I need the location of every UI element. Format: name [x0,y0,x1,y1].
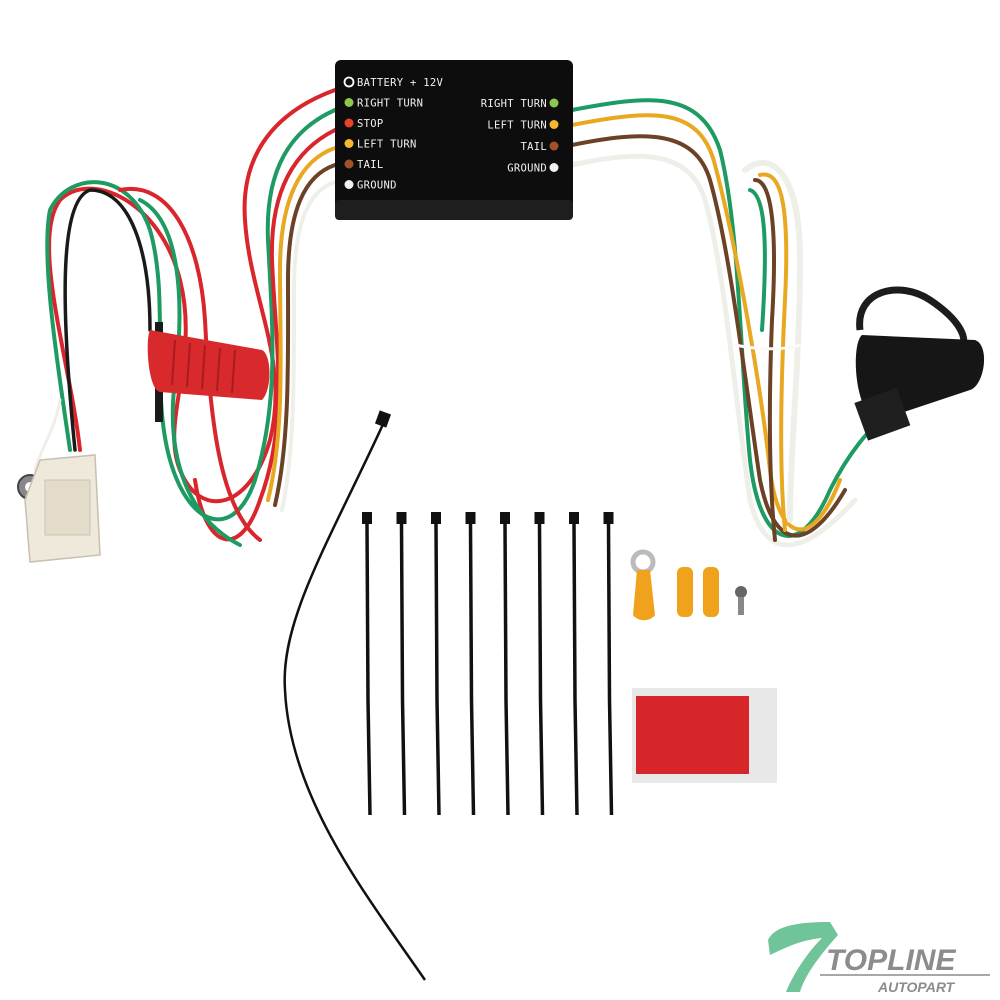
zip-tie-head [431,512,441,524]
topline-logo: TOPLINE AUTOPART [768,922,990,995]
output-label: TAIL [521,141,548,153]
output-label: RIGHT TURN [481,98,547,110]
vehicle-connector [17,454,101,563]
zip-ties [362,512,614,816]
indicator-dot-icon [344,159,354,169]
indicator-dot-icon [549,98,559,108]
zip-tie-head [500,512,510,524]
indicator-dot-icon [549,120,559,129]
zip-tie [399,523,407,816]
zip-tie [606,523,614,816]
adhesive-pad [632,688,777,783]
fuse-holder [147,322,270,422]
input-label: RIGHT TURN [357,98,423,110]
output-labels: RIGHT TURN LEFT TURN TAIL GROUND [481,98,559,175]
right-wire-harness [569,98,882,548]
converter-module: BATTERY + 12V RIGHT TURN STOP LEFT TURN TAIL… [335,60,573,220]
long-zip-tie [283,410,427,981]
indicator-dot-icon [344,118,354,128]
zip-tie-head [362,512,372,524]
input-label: TAIL [357,159,384,171]
zip-tie [468,523,476,816]
input-labels: BATTERY + 12V RIGHT TURN STOP LEFT TURN TAIL… [343,76,443,192]
ring-terminal [630,549,656,621]
zip-tie-head [396,512,407,524]
zip-tie-head [603,512,614,524]
zip-tie [572,523,579,816]
logo-subtitle: AUTOPART [877,979,956,995]
indicator-dot-icon [344,98,354,107]
indicator-dot-icon [549,163,559,172]
input-label: GROUND [357,180,397,192]
indicator-dot-icon [344,139,354,148]
zip-tie [365,523,372,816]
indicator-dot-icon [344,180,354,189]
zip-tie-head [569,512,579,524]
indicator-dot-icon [343,76,355,88]
trailer-connector [854,286,985,441]
zip-tie-head [534,512,545,524]
zip-tie-head [465,512,476,524]
indicator-dot-icon [549,141,559,151]
screw [735,586,747,615]
zip-tie [503,523,510,816]
input-label: LEFT TURN [357,139,417,151]
butt-connectors [677,567,719,617]
output-label: LEFT TURN [487,120,547,132]
output-label: GROUND [507,163,547,175]
zip-tie [434,523,441,816]
input-label: STOP [357,118,384,130]
zip-tie [537,523,545,816]
input-label: BATTERY + 12V [357,77,443,89]
logo-wordmark: TOPLINE [826,944,956,977]
